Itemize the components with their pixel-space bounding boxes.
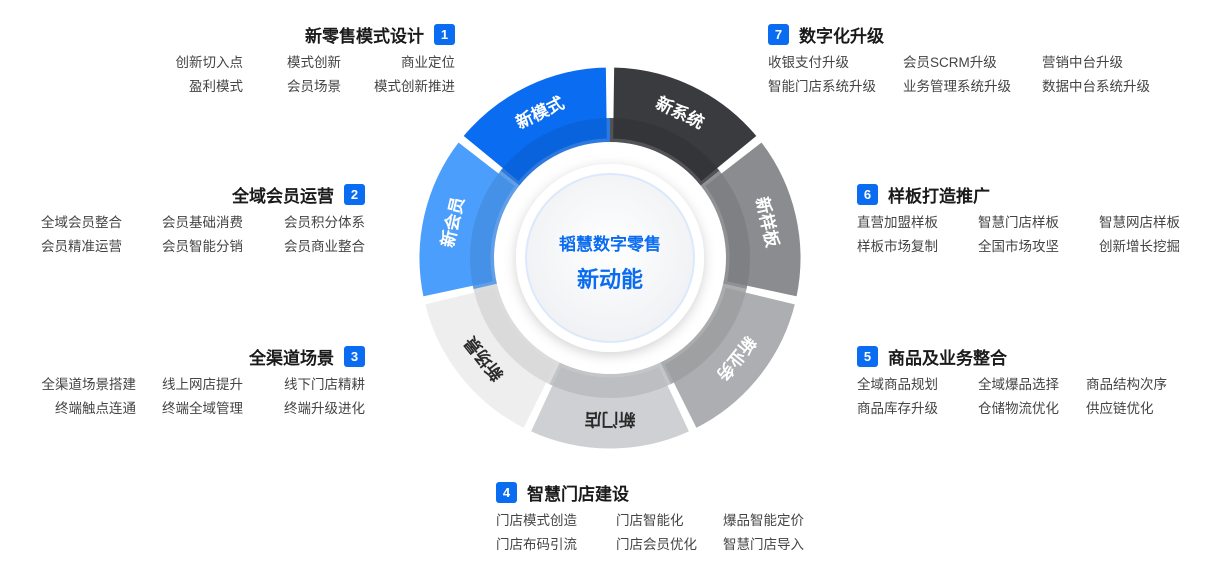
wheel-segment-inner-band: [500, 118, 610, 186]
section-title-text: 新零售模式设计: [305, 26, 424, 46]
list-item: 创新增长挖掘: [1099, 239, 1180, 254]
center-hub: 韬慧数字零售 新动能: [516, 164, 704, 352]
list-item: 终端全域管理: [162, 401, 243, 416]
list-item: 终端升级进化: [284, 401, 365, 416]
list-item: 全渠道场景搭建: [41, 377, 137, 392]
section-title-text: 数字化升级: [799, 26, 884, 46]
list-item: 样板市场复制: [857, 239, 938, 254]
list-item: 会员场景: [287, 79, 341, 94]
list-item: 数据中台系统升级: [1042, 79, 1150, 94]
section-title: 新零售模式设计 1: [160, 22, 455, 46]
list-item: 会员精准运营: [41, 239, 122, 254]
list-item: 智能门店系统升级: [768, 79, 876, 94]
list-item: 盈利模式: [189, 79, 243, 94]
list-item: 仓储物流优化: [978, 401, 1059, 416]
list-item: 会员基础消费: [162, 215, 243, 230]
section-3: 全渠道场景 3 全渠道场景搭建 线上网店提升 线下门店精耕 终端触点连通 终端全…: [25, 344, 365, 418]
list-item: 智慧门店导入: [723, 537, 804, 552]
wheel-segment-inner-band: [470, 170, 520, 290]
section-2: 全域会员运营 2 全域会员整合 会员基础消费 会员积分体系 会员精准运营 会员智…: [25, 182, 365, 256]
wheel-segment-inner-band: [473, 283, 560, 385]
list-item: 终端触点连通: [55, 401, 136, 416]
wheel-segment-inner-band: [660, 283, 747, 385]
section-title-text: 全渠道场景: [249, 348, 334, 368]
center-subtitle: 新动能: [577, 267, 643, 292]
section-number-badge: 3: [344, 345, 365, 367]
list-item: 供应链优化: [1086, 401, 1154, 416]
section-number-badge: 1: [434, 23, 455, 45]
list-item: 门店会员优化: [616, 537, 697, 552]
list-item: 商品库存升级: [857, 401, 938, 416]
list-item: 业务管理系统升级: [903, 79, 1011, 94]
wheel-segment-inner-band: [549, 362, 671, 399]
section-title: 全渠道场景 3: [25, 344, 365, 368]
section-4: 4 智慧门店建设 门店模式创造 门店智能化 爆品智能定价 门店布码引流 门店会员…: [496, 480, 826, 554]
list-item: 模式创新: [287, 55, 341, 70]
list-item: 全域爆品选择: [978, 377, 1059, 392]
section-number-badge: 7: [768, 23, 789, 45]
list-item: 营销中台升级: [1042, 55, 1123, 70]
list-item: 商品结构次序: [1086, 377, 1167, 392]
section-title-text: 商品及业务整合: [888, 348, 1007, 368]
list-item: 智慧门店样板: [978, 215, 1059, 230]
list-item: 全域商品规划: [857, 377, 938, 392]
section-title: 4 智慧门店建设: [496, 480, 826, 504]
section-title: 全域会员运营 2: [25, 182, 365, 206]
wheel-segment-inner-band: [610, 118, 720, 186]
list-item: 线下门店精耕: [284, 377, 365, 392]
section-title: 6 样板打造推广: [857, 182, 1197, 206]
list-item: 爆品智能定价: [723, 513, 804, 528]
section-number-badge: 5: [857, 345, 878, 367]
center-title: 韬慧数字零售: [559, 234, 661, 254]
wheel-segment-label: 新门店: [585, 410, 636, 430]
list-item: 全国市场攻坚: [978, 239, 1059, 254]
section-1: 新零售模式设计 1 创新切入点 模式创新 商业定位 盈利模式 会员场景 模式创新…: [160, 22, 455, 96]
list-item: 全域会员整合: [41, 215, 122, 230]
list-item: 智慧网店样板: [1099, 215, 1180, 230]
list-item: 会员积分体系: [284, 215, 365, 230]
list-item: 模式创新推进: [374, 79, 455, 94]
section-title-text: 样板打造推广: [888, 186, 990, 206]
section-6: 6 样板打造推广 直营加盟样板 智慧门店样板 智慧网店样板 样板市场复制 全国市…: [857, 182, 1197, 256]
section-title: 5 商品及业务整合: [857, 344, 1187, 368]
list-item: 会员SCRM升级: [903, 55, 997, 70]
list-item: 线上网店提升: [162, 377, 243, 392]
section-number-badge: 2: [344, 183, 365, 205]
list-item: 收银支付升级: [768, 55, 849, 70]
list-item: 门店布码引流: [496, 537, 577, 552]
section-number-badge: 4: [496, 481, 517, 503]
section-title-text: 全域会员运营: [232, 186, 334, 206]
section-number-badge: 6: [857, 183, 878, 205]
list-item: 门店模式创造: [496, 513, 577, 528]
list-item: 直营加盟样板: [857, 215, 938, 230]
section-7: 7 数字化升级 收银支付升级 会员SCRM升级 营销中台升级 智能门店系统升级 …: [768, 22, 1168, 96]
section-title-text: 智慧门店建设: [527, 484, 629, 504]
list-item: 商业定位: [401, 55, 455, 70]
wheel-segment-inner-band: [700, 170, 751, 290]
section-title: 7 数字化升级: [768, 22, 1168, 46]
list-item: 创新切入点: [175, 55, 244, 70]
list-item: 门店智能化: [616, 513, 684, 528]
list-item: 会员商业整合: [284, 239, 365, 254]
section-5: 5 商品及业务整合 全域商品规划 全域爆品选择 商品结构次序 商品库存升级 仓储…: [857, 344, 1187, 418]
list-item: 会员智能分销: [162, 239, 243, 254]
